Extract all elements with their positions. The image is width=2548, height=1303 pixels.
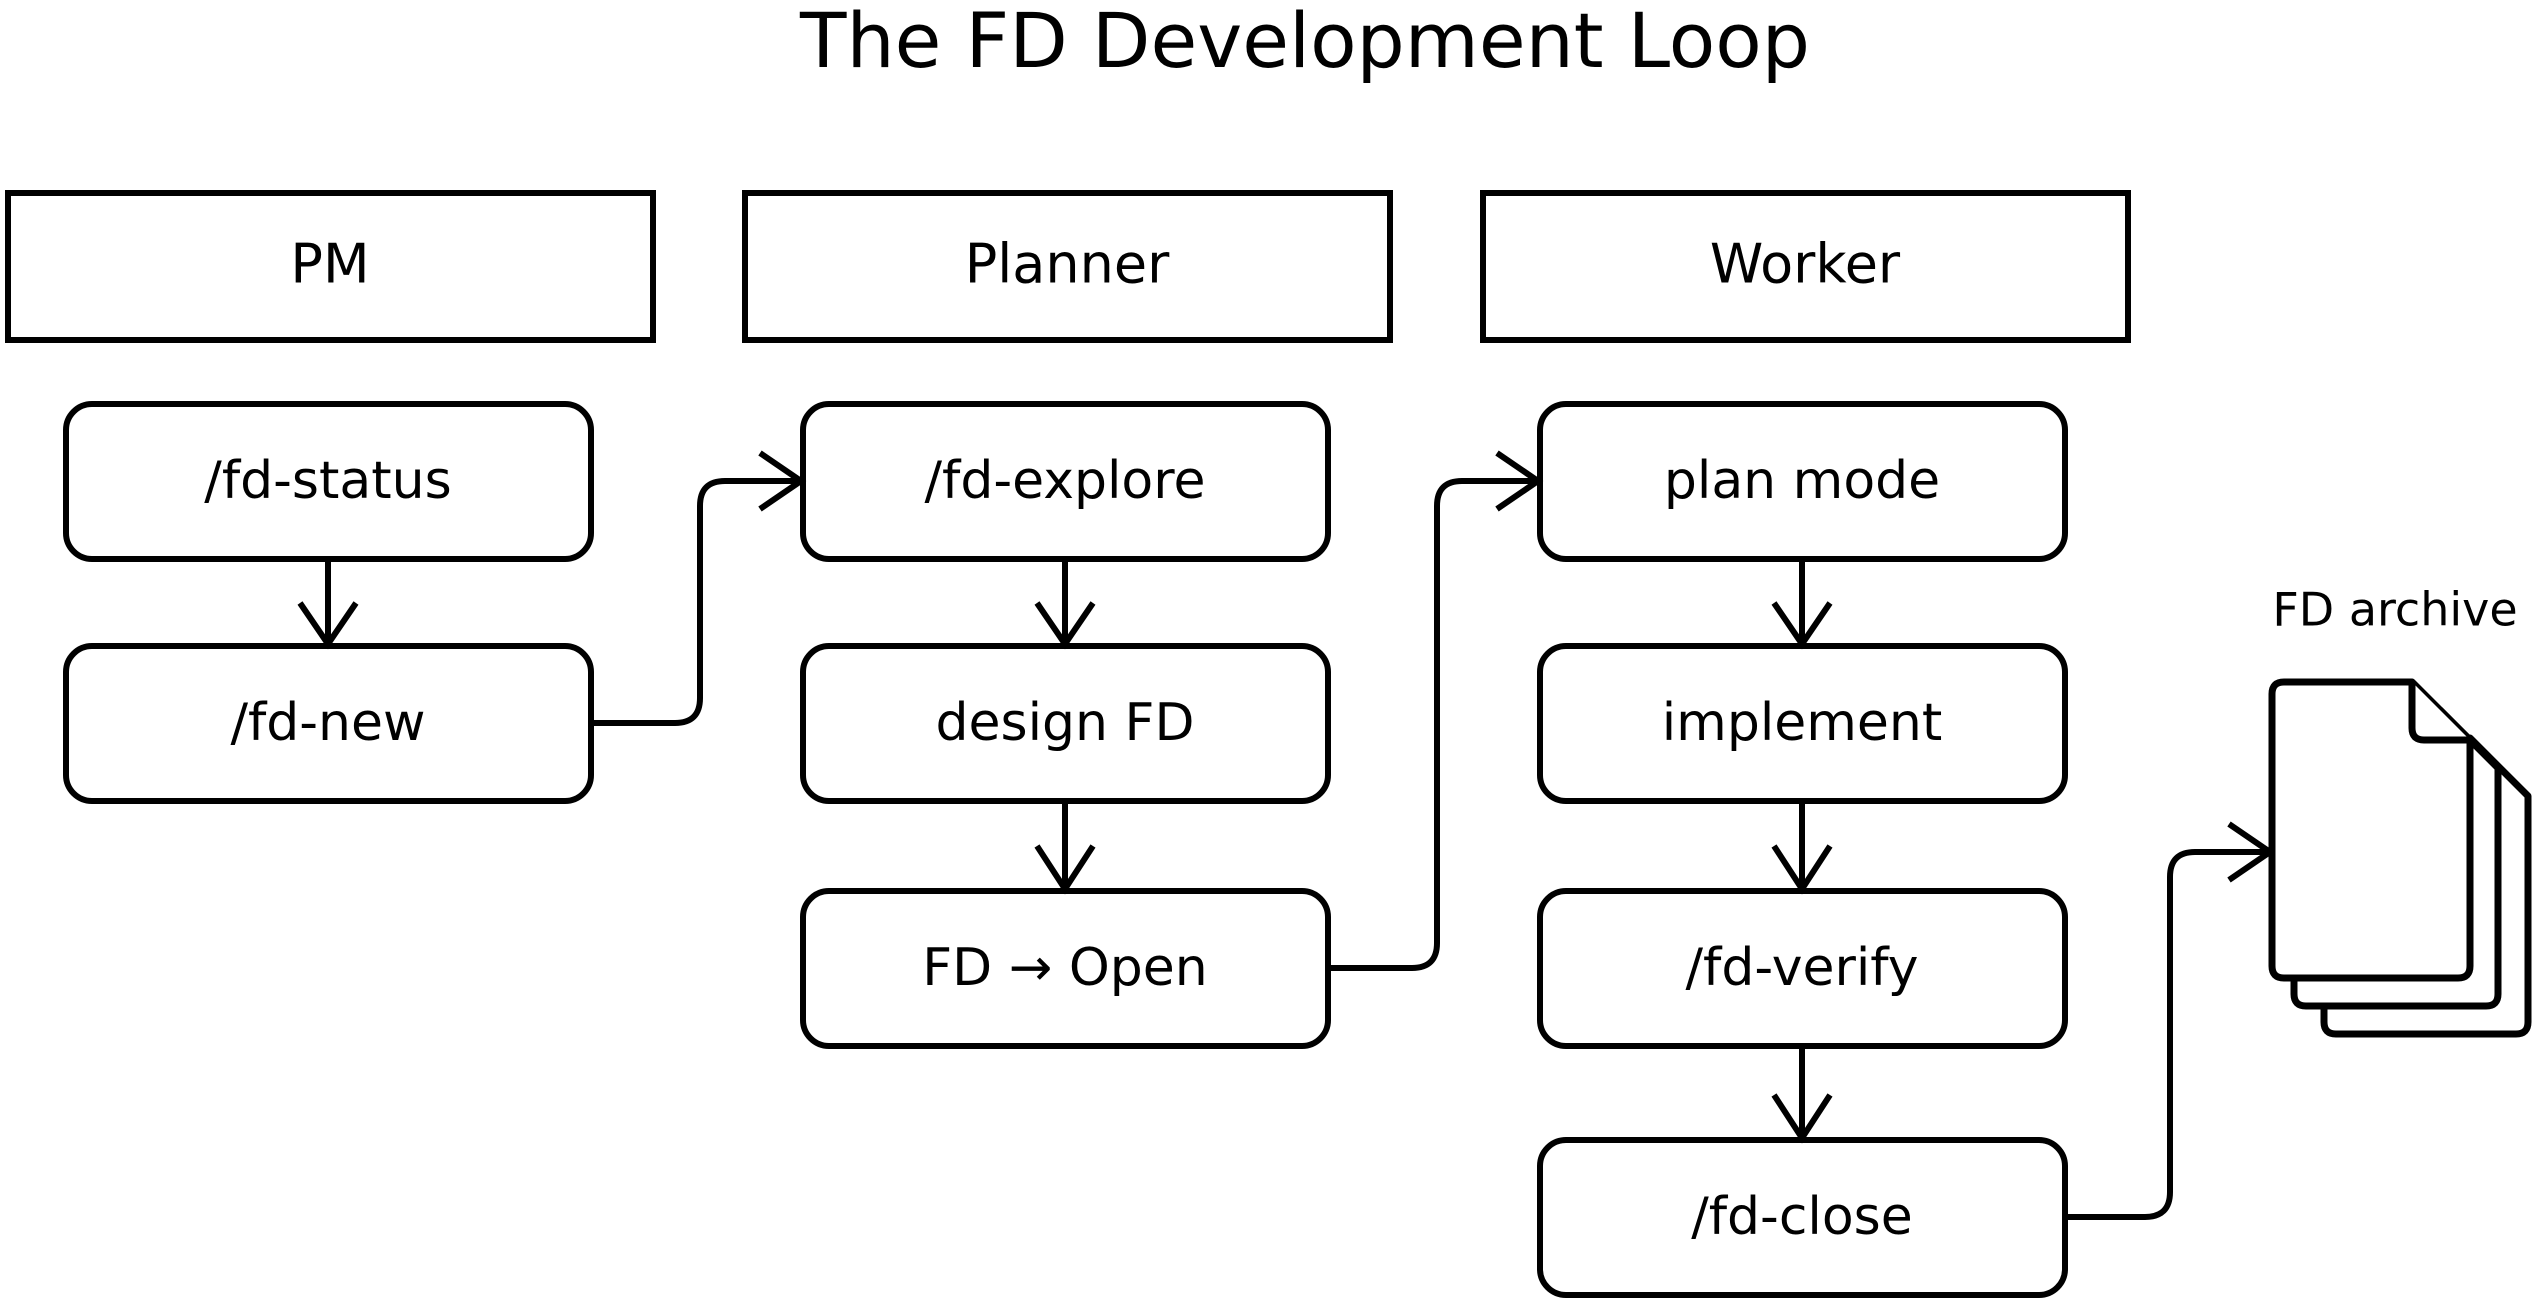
edge-fd-new-to-fd-explore-line [591, 478, 799, 726]
node-fd-status-label: /fd-status [204, 451, 451, 511]
node-design-fd[interactable]: design FD [800, 643, 1331, 804]
edge-fd-new-to-fd-explore [591, 450, 807, 726]
lane-header-worker-box [1480, 190, 2131, 343]
node-fd-explore-label: /fd-explore [925, 451, 1206, 511]
arrowhead-down-icon [1771, 844, 1833, 895]
node-implement[interactable]: implement [1537, 643, 2068, 804]
edge-plan-mode-to-implement [1771, 559, 1833, 650]
edge-fd-close-to-fd-archive [2065, 821, 2276, 1220]
node-fd-verify-label: /fd-verify [1686, 938, 1919, 998]
node-fd-new[interactable]: /fd-new [63, 643, 594, 804]
lane-header-planner-label: Planner [965, 233, 1170, 296]
edge-fd-status-to-fd-new [297, 559, 359, 650]
node-fd-new-label: /fd-new [230, 693, 425, 753]
lane-header-planner-box [742, 190, 1393, 343]
lane-header-pm-label: PM [290, 233, 369, 296]
node-fd-explore[interactable]: /fd-explore [800, 401, 1331, 562]
arrowhead-down-icon [1034, 601, 1096, 650]
edge-implement-to-fd-verify [1771, 801, 1833, 895]
edge-fd-open-to-plan-mode [1328, 450, 1544, 971]
fd-archive-group[interactable]: FD archive [2268, 583, 2532, 1038]
node-fd-close[interactable]: /fd-close [1537, 1137, 2068, 1298]
node-plan-mode-label: plan mode [1664, 451, 1940, 511]
arrowhead-right-icon [1495, 450, 1544, 512]
page-title: The FD Development Loop [799, 0, 1810, 85]
lane-header-worker-label: Worker [1710, 233, 1901, 296]
edge-design-fd-to-fd-open [1034, 801, 1096, 895]
document-fold-corner-icon [2408, 682, 2470, 744]
edge-fd-open-to-plan-mode-line [1328, 478, 1536, 971]
fd-archive-label: FD archive [2272, 583, 2517, 637]
lane-header-planner[interactable]: Planner [742, 190, 1393, 343]
node-fd-open-label: FD → Open [922, 938, 1207, 998]
node-design-fd-label: design FD [936, 693, 1195, 753]
arrowhead-down-icon [297, 601, 359, 650]
lane-header-worker[interactable]: Worker [1480, 190, 2131, 343]
edge-fd-verify-to-fd-close [1771, 1046, 1833, 1144]
arrowhead-down-icon [1771, 1093, 1833, 1144]
node-fd-verify[interactable]: /fd-verify [1537, 888, 2068, 1049]
lane-header-pm[interactable]: PM [5, 190, 656, 343]
edge-fd-close-to-fd-archive-line [2065, 849, 2268, 1220]
lane-header-pm-box [5, 190, 656, 343]
document-sheet-front-icon [2268, 678, 2474, 982]
edge-fd-explore-to-design-fd [1034, 559, 1096, 650]
arrowhead-down-icon [1034, 844, 1096, 895]
node-implement-label: implement [1662, 693, 1943, 753]
node-fd-open[interactable]: FD → Open [800, 888, 1331, 1049]
node-fd-status[interactable]: /fd-status [63, 401, 594, 562]
node-fd-close-label: /fd-close [1691, 1187, 1913, 1247]
arrowhead-down-icon [1771, 601, 1833, 650]
arrowhead-right-icon [758, 450, 807, 512]
node-plan-mode[interactable]: plan mode [1537, 401, 2068, 562]
